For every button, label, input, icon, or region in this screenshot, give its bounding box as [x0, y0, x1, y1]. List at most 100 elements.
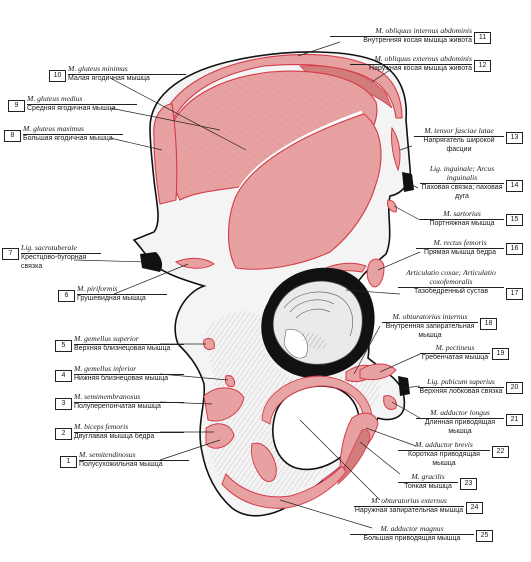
russian-name: Нижняя близнецовая мышца — [74, 375, 169, 382]
underline — [418, 387, 504, 388]
sartorius-attachment — [387, 199, 397, 213]
latin-name: M. semitendinosus — [79, 450, 136, 459]
rectus-femoris-attachment — [366, 258, 385, 288]
label-gluteus-minimus: M. gluteus minimus Малая ягодичная мышца — [68, 64, 186, 84]
gemellus-superior-attachment — [203, 337, 215, 351]
label-number-9: 9 — [8, 100, 25, 112]
label-number-16: 16 — [506, 243, 523, 255]
label-biceps-femoris: M. biceps femoris Двуглавая мышца бедра — [74, 422, 184, 442]
label-obliquus-internus: M. obliquus internus abdominis Внутрення… — [330, 26, 472, 46]
latin-name: M. gluteus minimus — [68, 64, 128, 73]
label-obturator-externus: M. obturatorius externus Наружная запира… — [354, 496, 464, 516]
leader-lines — [73, 41, 421, 529]
underline — [382, 322, 478, 323]
label-superior-pubic-ligament: Lig. pubicum superius Верхняя лобковая с… — [418, 377, 504, 397]
russian-name: Крестцово-бугорная связка — [21, 254, 87, 270]
underline — [398, 287, 504, 288]
label-sartorius: M. sartorius Портняжная мышца — [420, 209, 504, 229]
latin-name: Lig. pubicum superius — [427, 377, 495, 386]
label-number-22: 22 — [492, 446, 509, 458]
label-number-11: 11 — [474, 32, 491, 44]
russian-name: Средняя ягодичная мышца — [27, 105, 116, 112]
underline — [74, 374, 184, 375]
label-sacrotuberal-ligament: Lig. sacrotuberale Крестцово-бугорная св… — [21, 243, 101, 271]
iliac-crest-attachment — [161, 54, 403, 123]
russian-name: Малая ягодичная мышца — [68, 75, 150, 82]
underline — [330, 36, 472, 37]
underline — [74, 344, 184, 345]
label-adductor-longus: M. adductor longus Длинная приводящая мы… — [416, 408, 504, 436]
russian-name: Короткая приводящая мышца — [408, 451, 480, 467]
label-obliquus-externus: M. obliquus externus abdominis Наружная … — [350, 54, 472, 74]
label-gemellus-inferior: M. gemellus inferior Нижняя близнецовая … — [74, 364, 184, 384]
latin-name: M. adductor magnus — [380, 524, 444, 533]
latin-name: M. pectineus — [435, 343, 475, 352]
label-obturator-internus: M. obturatorius internus Внутренняя запи… — [382, 312, 478, 340]
gluteus-maximus-attachment — [153, 103, 178, 205]
gluteus-medius-fibers — [167, 71, 377, 201]
russian-name: Полуперепончатая мышца — [74, 403, 161, 410]
russian-name: Прямая мышца бедра — [424, 249, 496, 256]
latin-name: M. semimembranosus — [74, 392, 141, 401]
superior-pubic-ligament — [398, 376, 410, 396]
latin-name: M. adductor brevis — [415, 440, 473, 449]
label-hip-joint: Articulatio coxae; Articulatio coxofemor… — [398, 268, 504, 297]
underline — [398, 482, 458, 483]
underline — [416, 418, 504, 419]
label-number-5: 5 — [55, 340, 72, 352]
russian-name: Большая приводящая мышца — [363, 535, 461, 542]
latin-name: M. obliquus externus abdominis — [374, 54, 472, 63]
latin-name: M. sartorius — [443, 209, 481, 218]
latin-name: M. obturatorius internus — [392, 312, 468, 321]
russian-name: Двуглавая мышца бедра — [74, 433, 155, 440]
label-tensor-fasciae-latae: M. tensor fasciae latae Напрягатель широ… — [414, 126, 504, 154]
russian-name: Напрягатель широкой фасции — [423, 137, 495, 153]
label-inguinal-ligament: Lig. inguinale; Arcus inguinalis Паховая… — [420, 164, 504, 201]
label-gemellus-superior: M. gemellus superior Верхняя близнецовая… — [74, 334, 184, 354]
latin-name: M. rectus femoris — [433, 238, 487, 247]
gluteus-minimus-fibers — [228, 114, 381, 270]
label-number-19: 19 — [492, 348, 509, 360]
russian-name: Верхняя лобковая связка — [419, 388, 503, 395]
russian-name: Гребенчатая мышца — [421, 354, 489, 361]
label-number-18: 18 — [480, 318, 497, 330]
russian-name: Паховая связка; паховая дуга — [421, 184, 503, 200]
underline — [79, 460, 189, 461]
adductor-longus-attachment — [383, 395, 397, 410]
underline — [68, 74, 186, 75]
latin-name: M. gluteus medius — [27, 94, 83, 103]
label-semitendinosus: M. semitendinosus Полусухожильная мышца — [79, 450, 189, 470]
latin-name: M. tensor fasciae latae — [424, 126, 494, 135]
sacrotuberal-ligament-attachment — [140, 252, 163, 272]
underline — [354, 506, 464, 507]
russian-name: Тонкая мышца — [404, 483, 452, 490]
label-number-14: 14 — [506, 180, 523, 192]
label-number-1: 1 — [60, 456, 77, 468]
underline — [21, 253, 101, 254]
russian-name: Наружная запирательная мышца — [354, 507, 464, 514]
inguinal-ligament-attachment — [402, 172, 414, 192]
underline — [74, 432, 184, 433]
latin-name: M. obturatorius externus — [371, 496, 447, 505]
latin-name: M. biceps femoris — [74, 422, 129, 431]
underline — [350, 64, 472, 65]
latin-name: M. gemellus inferior — [74, 364, 137, 373]
latin-name: Lig. inguinale; Arcus inguinalis — [429, 164, 495, 182]
label-number-25: 25 — [476, 530, 493, 542]
latin-name: M. gracilis — [411, 472, 445, 481]
label-number-3: 3 — [55, 398, 72, 410]
label-adductor-brevis: M. adductor brevis Короткая приводящая м… — [398, 440, 490, 468]
underline — [23, 134, 123, 135]
label-piriformis: M. piriformis Грушевидная мышца — [77, 284, 167, 304]
label-adductor-magnus: M. adductor magnus Большая приводящая мы… — [350, 524, 474, 544]
russian-name: Наружная косая мышца живота — [369, 65, 472, 72]
latin-name: M. piriformis — [77, 284, 118, 293]
underline — [350, 534, 474, 535]
label-number-23: 23 — [460, 478, 477, 490]
underline — [420, 183, 504, 184]
tensor-fasciae-latae-attachment — [391, 126, 401, 172]
adductor-magnus-attachment — [221, 465, 347, 509]
latin-name: M. gemellus superior — [74, 334, 139, 343]
underline — [414, 136, 504, 137]
